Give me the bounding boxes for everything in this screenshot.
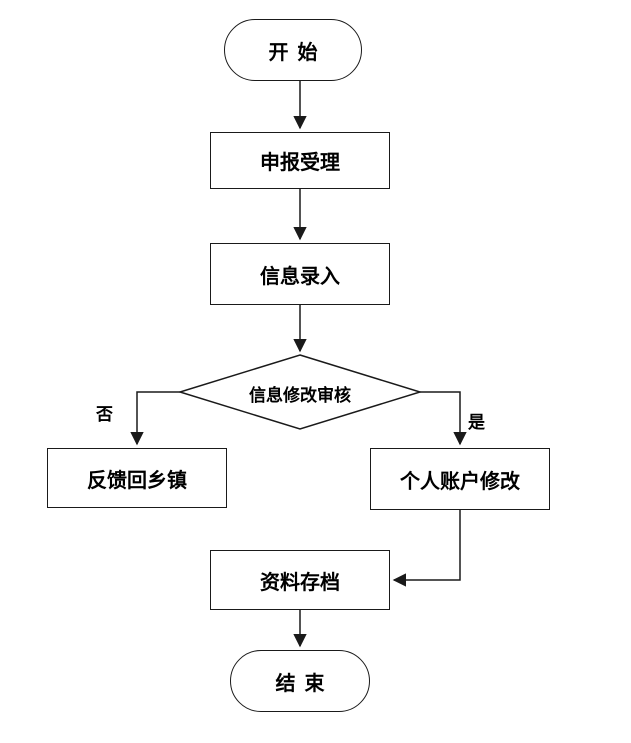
start-terminator: 开始: [224, 19, 362, 81]
edge-review-yes-to-modify: [420, 391, 467, 446]
end-terminator: 结束: [230, 650, 370, 712]
no-branch-label: 否: [96, 405, 113, 424]
edge-review-no-to-feedback: [130, 391, 180, 446]
information-entry-box: 信息录入: [210, 243, 390, 305]
information-review-decision-label: 信息修改审核: [249, 386, 351, 405]
application-acceptance-box: 申报受理: [210, 132, 390, 189]
feedback-to-township-box: 反馈回乡镇: [47, 448, 227, 508]
yes-branch-label: 是: [468, 413, 485, 432]
decision-diamond-shape: [177, 354, 423, 430]
personal-account-modification-box: 个人账户修改: [370, 448, 550, 510]
data-archive-box: 资料存档: [210, 550, 390, 610]
edge-modify-to-archive: [392, 510, 461, 587]
